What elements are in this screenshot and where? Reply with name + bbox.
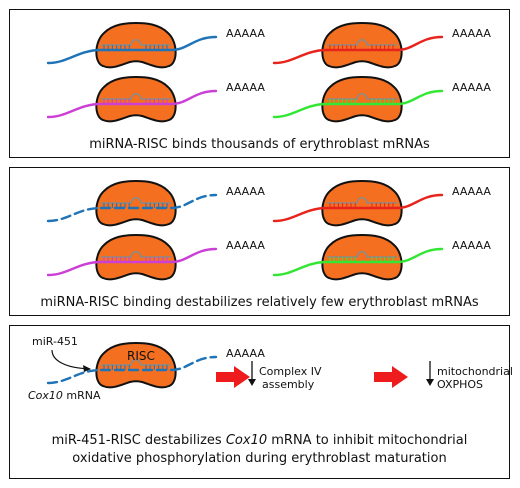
caption-line-2: oxidative phosphorylation during erythro… <box>72 451 447 466</box>
poly-a-tail: AAAAA <box>226 27 265 40</box>
caption-line-1: miR-451-RISC destabilizes Cox10 mRNA to … <box>51 433 468 448</box>
mir451-label: miR-451 <box>32 335 78 348</box>
cox10-mrna-label: Cox10 mRNA <box>28 389 101 402</box>
mirna-duplex <box>101 38 171 50</box>
mirna-duplex <box>101 358 171 370</box>
poly-a-tail: AAAAA <box>226 81 265 94</box>
destabilization-illustration: AAAAA AAAAA AAAAA AAAAA <box>46 179 491 281</box>
poly-a-tail: AAAAA <box>452 239 491 252</box>
risc-complex <box>95 21 177 69</box>
panel-3-caption: miR-451-RISC destabilizes Cox10 mRNA to … <box>10 432 509 468</box>
risc-complex <box>321 179 403 227</box>
risc-complex <box>321 21 403 69</box>
poly-a-tail: AAAAA <box>452 81 491 94</box>
assembly-label: assembly <box>262 378 315 391</box>
mirna-duplex <box>101 92 171 104</box>
risc-complex <box>95 75 177 123</box>
mirna-duplex <box>101 196 171 208</box>
red-arrow-2 <box>374 366 408 388</box>
mirna-duplex <box>327 250 397 262</box>
binding-illustration: AAAAA AAAAA AAAAA AAAAA <box>46 21 491 123</box>
risc-complex <box>95 179 177 227</box>
complex-iv-label: Complex IV <box>259 365 322 378</box>
mirna-duplex <box>101 250 171 262</box>
mitochondrial-label: mitochondrial <box>437 365 513 378</box>
panel-1-caption: miRNA-RISC binds thousands of erythrobla… <box>89 137 430 152</box>
decrease-arrow-2-head <box>426 379 434 386</box>
mirna-duplex <box>327 92 397 104</box>
poly-a-tail: AAAAA <box>452 27 491 40</box>
panel-destabilization: AAAAA AAAAA AAAAA AAAAA miRNA-RISC binding … <box>9 167 510 316</box>
mirna-duplex <box>327 38 397 50</box>
decrease-arrow-1-head <box>248 379 256 386</box>
oxphos-label: OXPHOS <box>437 378 483 391</box>
risc-label: RISC <box>127 349 155 363</box>
risc-complex <box>321 233 403 281</box>
mir451-pointer-arrowhead <box>83 365 91 372</box>
mrna-strand <box>46 193 218 223</box>
risc-complex <box>95 233 177 281</box>
red-arrow-1 <box>216 366 250 388</box>
panel-binding: AAAAA AAAAA AAAAA AAAAA miRNA-RISC binds th… <box>9 9 510 158</box>
mrna-strand <box>46 355 218 385</box>
mirna-duplex <box>327 196 397 208</box>
poly-a-tail: AAAAA <box>452 185 491 198</box>
risc-complex <box>321 75 403 123</box>
poly-a-tail: AAAAA <box>226 185 265 198</box>
poly-a-tail: AAAAA <box>226 347 265 360</box>
risc-complex <box>95 341 177 389</box>
poly-a-tail: AAAAA <box>226 239 265 252</box>
panel-2-caption: miRNA-RISC binding destabilizes relative… <box>40 295 479 310</box>
